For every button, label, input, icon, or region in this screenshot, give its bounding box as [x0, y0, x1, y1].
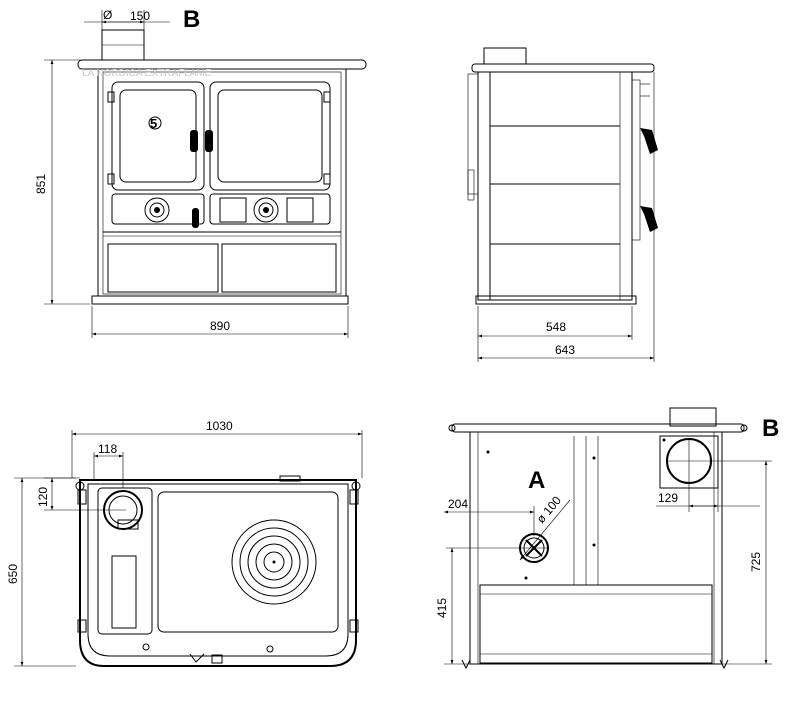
- top-view: 1030 118 120 650: [6, 419, 363, 667]
- rear-inlet-height: 415: [435, 598, 449, 618]
- flue-diameter-symbol: Ø: [103, 8, 112, 22]
- top-flue-offset-x: 118: [98, 442, 117, 456]
- top-depth-value: 650: [6, 564, 20, 584]
- rear-outlet-offset-x: 129: [658, 491, 678, 505]
- side-depth-inner-value: 548: [546, 320, 566, 334]
- rear-inlet-offset-x: 204: [448, 497, 468, 511]
- watermark: LA NORDICA EXTRAFLAME: [82, 68, 212, 79]
- rear-outlet-height: 725: [749, 552, 763, 572]
- top-width-value: 1030: [206, 419, 233, 433]
- svg-text:5: 5: [150, 116, 157, 131]
- top-flue-offset-y: 120: [36, 487, 50, 507]
- side-depth-total-value: 643: [555, 343, 575, 357]
- front-width-value: 890: [210, 319, 230, 333]
- front-height-value: 851: [34, 174, 48, 194]
- front-view: Ø 150 B 5: [34, 6, 367, 338]
- flue-diameter-value: 150: [130, 9, 150, 23]
- rear-inlet-label: A: [528, 467, 545, 494]
- rear-inlet-diameter: ø 100: [534, 493, 565, 526]
- rear-view: A B 204 ø 100 415 129 725: [435, 407, 779, 670]
- rear-outlet-label: B: [762, 415, 779, 442]
- front-outlet-label: B: [183, 6, 200, 33]
- side-view: 548 643: [467, 47, 658, 362]
